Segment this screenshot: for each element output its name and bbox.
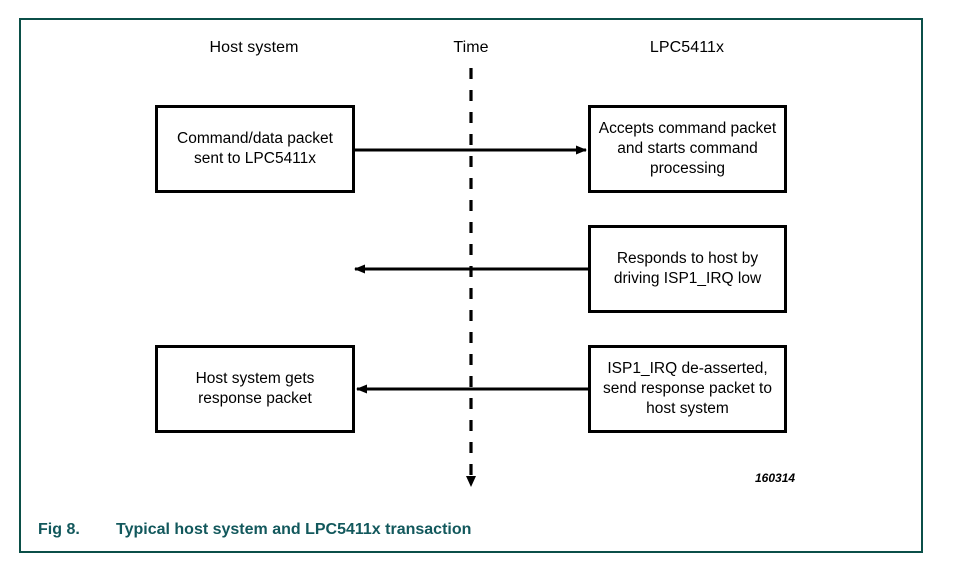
column-header-host: Host system — [209, 39, 299, 56]
box-device-sends-response-text: ISP1_IRQ de-asserted, send response pack… — [603, 360, 772, 417]
box-host-command-sent-text: Command/data packet sent to LPC5411x — [177, 130, 333, 167]
box-device-responds-irq-text: Responds to host by driving ISP1_IRQ low — [613, 250, 762, 287]
figure-caption: Fig 8. Typical host system and LPC5411x … — [38, 521, 471, 539]
figure-caption-label: Fig 8. — [38, 521, 80, 538]
column-header-device: LPC5411x — [649, 39, 725, 56]
box-device-accepts-command: Accepts command packet and starts comman… — [588, 105, 787, 193]
box-host-gets-response-text: Host system gets response packet — [195, 370, 315, 407]
column-header-time: Time — [453, 39, 489, 56]
box-host-command-sent: Command/data packet sent to LPC5411x — [155, 105, 355, 193]
box-device-accepts-command-text: Accepts command packet and starts comman… — [598, 120, 777, 177]
box-device-sends-response: ISP1_IRQ de-asserted, send response pack… — [588, 345, 787, 433]
figure-caption-title: Typical host system and LPC5411x transac… — [116, 521, 472, 538]
box-device-responds-irq: Responds to host by driving ISP1_IRQ low — [588, 225, 787, 313]
artwork-number: 160314 — [755, 471, 796, 485]
box-host-gets-response: Host system gets response packet — [155, 345, 355, 433]
